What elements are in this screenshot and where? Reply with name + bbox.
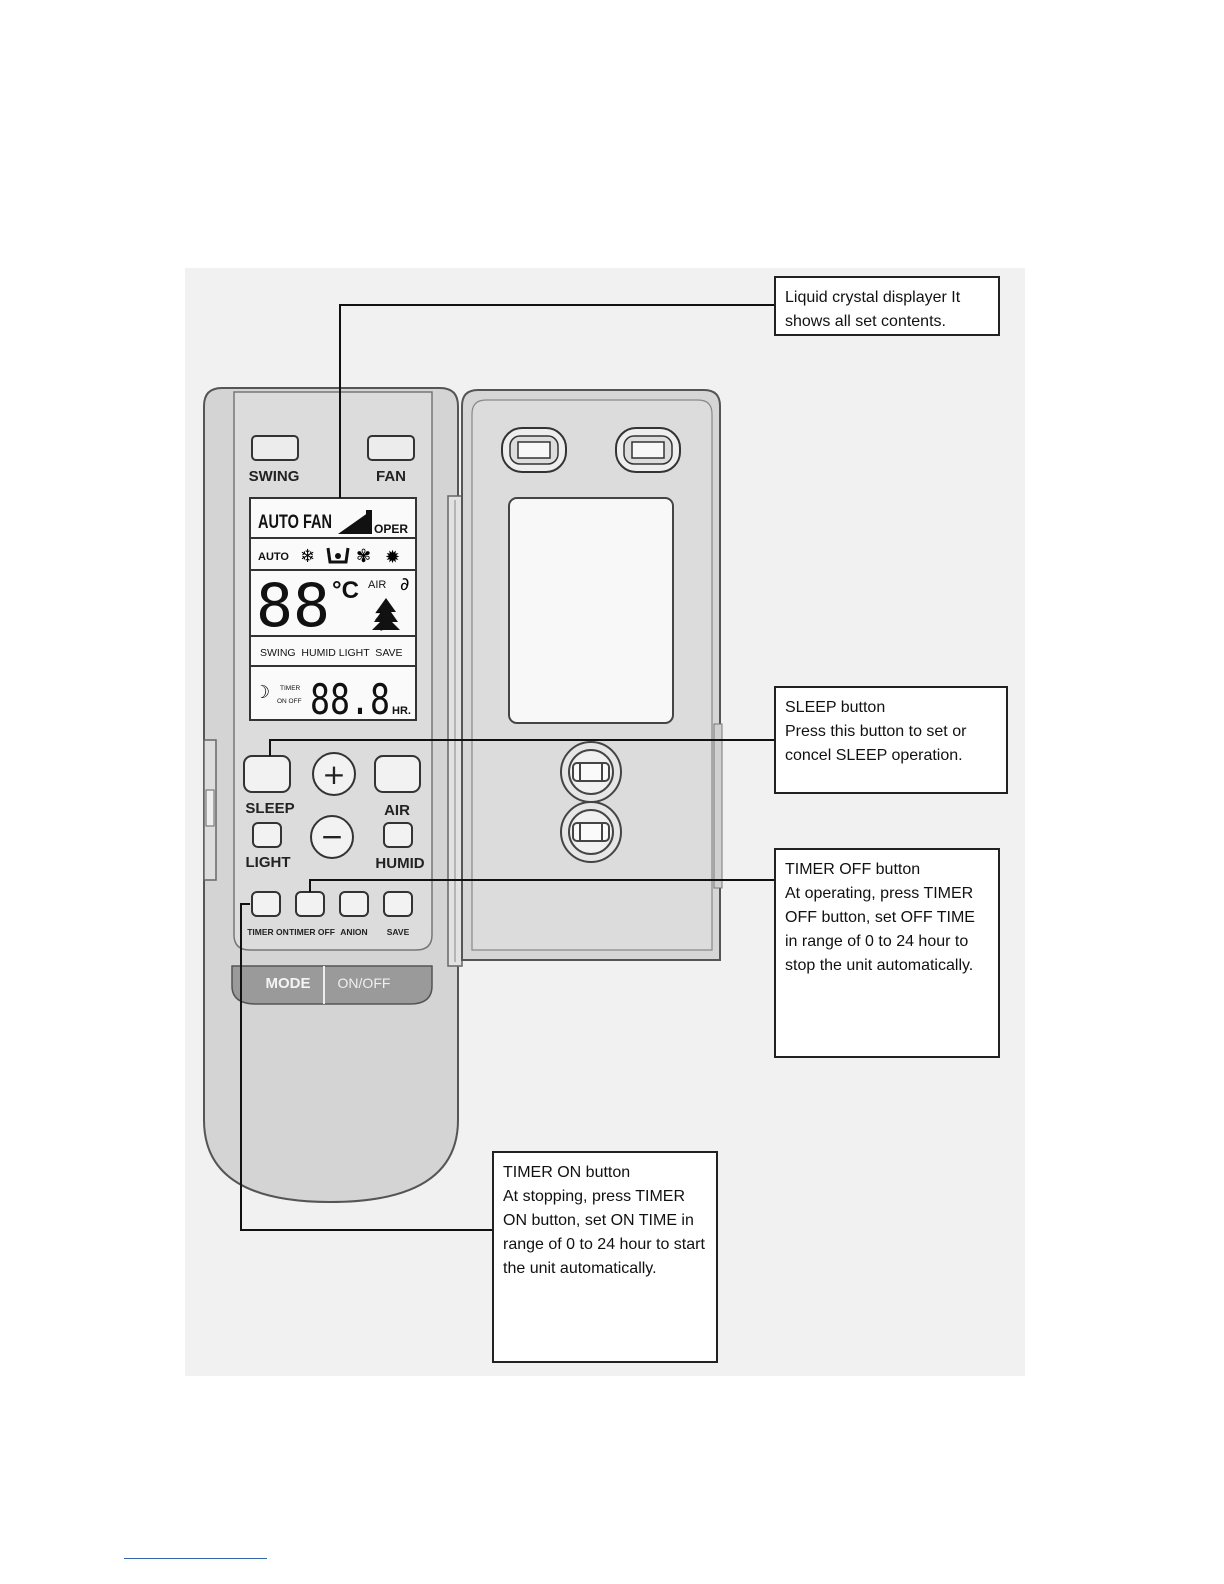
lcd-temp-digits: 88 xyxy=(256,571,330,641)
hook-icon: ∂ xyxy=(400,574,409,595)
lcd-oper: OPER xyxy=(374,522,408,536)
lcd-hr: HR. xyxy=(392,705,411,717)
moon-icon: ☽ xyxy=(254,682,270,703)
lcd-auto: AUTO xyxy=(258,551,289,563)
anion-button[interactable] xyxy=(339,891,369,917)
leader-timer-off xyxy=(309,879,775,892)
battery-latch-upper-icon xyxy=(560,741,622,803)
callout-timer-on-title: TIMER ON button xyxy=(503,1164,631,1181)
timer-off-button[interactable] xyxy=(295,891,325,917)
callout-sleep: SLEEP button Press this button to set or… xyxy=(774,686,1008,794)
callout-timer-off: TIMER OFF button At operating, press TIM… xyxy=(774,848,1000,1058)
fan-speed-bars-icon xyxy=(338,510,372,534)
callout-timer-off-body: At operating, press TIMER OFF button, se… xyxy=(785,885,975,974)
humid-button[interactable] xyxy=(383,822,413,848)
leader-lines xyxy=(240,304,775,1231)
sleep-button[interactable] xyxy=(243,755,291,793)
cover-clip-right-icon xyxy=(615,427,681,473)
cover-clip-left-icon xyxy=(501,427,567,473)
callout-timer-on-body: At stopping, press TIMER ON button, set … xyxy=(503,1188,705,1277)
light-button[interactable] xyxy=(252,822,282,848)
lcd-on-off: ON OFF xyxy=(277,698,302,705)
lcd-temp-unit: °C xyxy=(332,577,359,604)
humid-label: HUMID xyxy=(375,855,424,872)
timer-on-button[interactable] xyxy=(251,891,281,917)
minus-button[interactable] xyxy=(310,815,354,859)
cover-window xyxy=(508,497,674,724)
battery-latch-lower-icon xyxy=(560,801,622,863)
mode-band xyxy=(231,965,433,1005)
snowflake-icon: ❄ xyxy=(300,546,315,567)
lcd-auto-fan: AUTO FAN xyxy=(258,512,332,533)
fan-button[interactable] xyxy=(367,435,415,461)
air-button[interactable] xyxy=(374,755,421,793)
heat-mode-icon: ✹ xyxy=(385,547,400,568)
pine-tree-icon xyxy=(372,598,400,630)
timer-off-label: TIMER OFF xyxy=(289,927,335,937)
air-label: AIR xyxy=(384,802,410,819)
anion-label: ANION xyxy=(340,927,367,937)
fan-label: FAN xyxy=(376,468,406,485)
callout-timer-off-title: TIMER OFF button xyxy=(785,861,921,878)
callout-sleep-title: SLEEP button xyxy=(785,699,886,716)
lcd-status-row: SWING HUMID LIGHT SAVE xyxy=(260,647,403,659)
sleep-label: SLEEP xyxy=(245,800,294,817)
leader-timer-on xyxy=(240,903,493,1231)
minus-icon: − xyxy=(320,820,343,853)
callout-timer-on: TIMER ON button At stopping, press TIMER… xyxy=(492,1151,718,1363)
callout-lcd-body: shows all set contents. xyxy=(785,313,946,330)
plus-button[interactable] xyxy=(312,752,356,796)
callout-sleep-body: Press this button to set or concel SLEEP… xyxy=(785,723,967,764)
leader-lcd xyxy=(339,304,775,498)
callout-lcd: Liquid crystal displayer It shows all se… xyxy=(774,276,1000,336)
lcd-display: AUTO FAN OPER AUTO ❄ ✾ ✹ 88 °C AIR ∂ ⯭ S… xyxy=(249,497,417,724)
plus-icon: + xyxy=(322,758,345,791)
light-label: LIGHT xyxy=(246,854,291,871)
timer-on-label: TIMER ON xyxy=(247,927,289,937)
swing-label: SWING xyxy=(249,468,300,485)
swing-button[interactable] xyxy=(251,435,299,461)
save-button[interactable] xyxy=(383,891,413,917)
onoff-button[interactable]: ON/OFF xyxy=(338,975,391,991)
dry-mode-icon xyxy=(326,547,350,564)
fan-mode-icon: ✾ xyxy=(356,546,371,567)
save-label: SAVE xyxy=(387,927,410,937)
leader-sleep xyxy=(269,739,775,756)
lcd-timer: TIMER xyxy=(280,685,301,692)
footnote-rule xyxy=(124,1558,267,1559)
callout-lcd-title: Liquid crystal displayer It xyxy=(785,289,961,306)
lcd-air: AIR xyxy=(368,579,386,591)
lcd-time-digits: 88.8 xyxy=(310,675,390,724)
mode-button[interactable]: MODE xyxy=(266,975,311,992)
